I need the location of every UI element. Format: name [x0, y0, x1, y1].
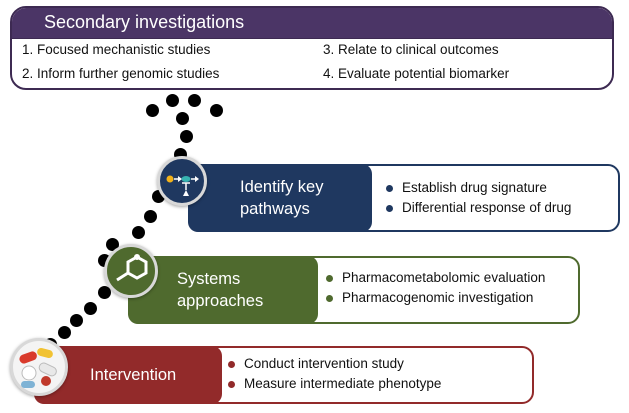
- pathways-title-line1: Identify key: [240, 178, 324, 196]
- bullet-dot: [326, 275, 333, 282]
- bullet-dot: [228, 381, 235, 388]
- trail-dot: [144, 210, 157, 223]
- intervention-bullet-1-text: Conduct intervention study: [244, 356, 404, 371]
- intervention-title: Intervention: [90, 366, 177, 384]
- bullet-dot: [386, 185, 393, 192]
- trail-dot: [70, 314, 83, 327]
- pathway-network-icon: [157, 156, 207, 206]
- trail-dot: [84, 302, 97, 315]
- bullet-dot: [386, 205, 393, 212]
- trail-dot: [58, 326, 71, 339]
- secondary-item-4: 4. Evaluate potential biomarker: [323, 66, 510, 81]
- systems-stage-header: Systems approaches: [128, 256, 318, 324]
- molecule-icon: [104, 244, 158, 298]
- intervention-bullet-2: Measure intermediate phenotype: [228, 376, 441, 391]
- pathways-bullet-1: Establish drug signature: [386, 180, 547, 195]
- systems-title-line1: Systems: [177, 270, 241, 288]
- pathways-bullet-2: Differential response of drug: [386, 200, 571, 215]
- trail-dot: [180, 130, 193, 143]
- intervention-bullet-2-text: Measure intermediate phenotype: [244, 376, 442, 391]
- trail-dot: [146, 104, 159, 117]
- systems-bullet-2: Pharmacogenomic investigation: [326, 290, 533, 305]
- intervention-bullet-1: Conduct intervention study: [228, 356, 404, 371]
- secondary-item-2: 2. Inform further genomic studies: [22, 66, 220, 81]
- pathways-bullet-2-text: Differential response of drug: [402, 200, 572, 215]
- secondary-investigations-box: Secondary investigations 1. Focused mech…: [10, 6, 614, 90]
- trail-dot: [210, 104, 223, 117]
- bullet-dot: [326, 295, 333, 302]
- trail-dot: [132, 226, 145, 239]
- secondary-investigations-title: Secondary investigations: [44, 12, 245, 32]
- secondary-item-1: 1. Focused mechanistic studies: [22, 42, 211, 57]
- systems-title-line2: approaches: [177, 292, 264, 310]
- pills-icon: [10, 338, 68, 396]
- systems-bullet-1-text: Pharmacometabolomic evaluation: [342, 270, 546, 285]
- trail-dot: [98, 286, 111, 299]
- secondary-item-3: 3. Relate to clinical outcomes: [323, 42, 499, 57]
- pathways-stage-header: Identify key pathways: [188, 164, 372, 232]
- pathways-bullet-1-text: Establish drug signature: [402, 180, 547, 195]
- systems-bullet-2-text: Pharmacogenomic investigation: [342, 290, 534, 305]
- trail-dot: [188, 94, 201, 107]
- systems-bullet-1: Pharmacometabolomic evaluation: [326, 270, 545, 285]
- trail-dot: [166, 94, 179, 107]
- secondary-investigations-header: Secondary investigations: [12, 8, 612, 39]
- bullet-dot: [228, 361, 235, 368]
- pathways-title-line2: pathways: [240, 200, 310, 218]
- trail-dot: [176, 112, 189, 125]
